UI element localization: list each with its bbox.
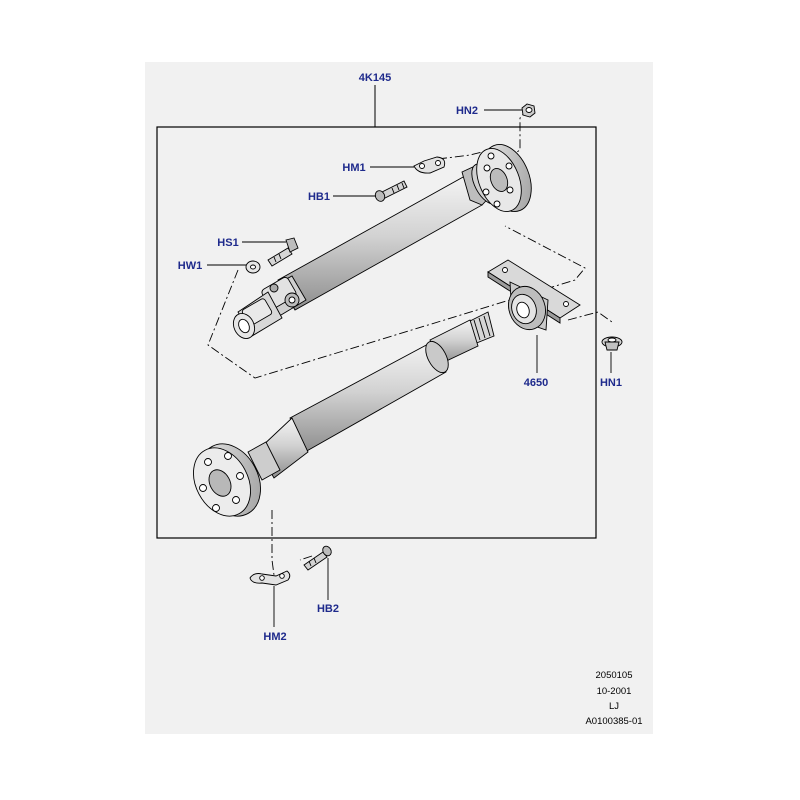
callout-4k145[interactable]: 4K145	[359, 72, 391, 84]
rear-propeller-shaft	[193, 311, 495, 517]
reference-line-4: A0100385-01	[585, 716, 642, 727]
nut-hn1	[601, 336, 623, 351]
bolt-hb2	[303, 545, 332, 571]
callout-hw1[interactable]: HW1	[178, 260, 202, 272]
front-shaft-rear-flange	[476, 144, 532, 212]
callout-hm2[interactable]: HM2	[263, 631, 286, 643]
callout-labels: 4K145 HN2 HM1 HB1 HS1 HW1 4650 HN1 HB2 H…	[178, 72, 622, 643]
callout-hn2[interactable]: HN2	[456, 105, 478, 117]
reference-block: 2050105 10-2001 LJ A0100385-01	[585, 670, 642, 727]
clip-hm1	[413, 156, 446, 174]
reference-line-2: 10-2001	[597, 686, 632, 697]
callout-hb1[interactable]: HB1	[308, 191, 330, 203]
callout-hn1[interactable]: HN1	[600, 377, 622, 389]
callout-hm1[interactable]: HM1	[342, 162, 365, 174]
rear-shaft-front-flange	[193, 443, 261, 517]
centre-bearing	[487, 259, 581, 331]
bolt-hb1	[374, 180, 408, 202]
callout-hs1[interactable]: HS1	[217, 237, 238, 249]
reference-line-1: 2050105	[596, 670, 633, 681]
washer-hw1	[245, 260, 261, 274]
bolt-hs1	[267, 237, 299, 267]
clip-hm2	[249, 570, 291, 586]
callout-hb2[interactable]: HB2	[317, 603, 339, 615]
assembly-boundary-box	[156, 126, 597, 539]
nut-hn2	[521, 103, 536, 118]
front-shaft-input-stub	[232, 313, 256, 339]
callout-4650[interactable]: 4650	[524, 377, 548, 389]
reference-line-3: LJ	[609, 701, 619, 712]
leader-lines	[207, 109, 612, 627]
front-propeller-shaft	[232, 144, 532, 339]
